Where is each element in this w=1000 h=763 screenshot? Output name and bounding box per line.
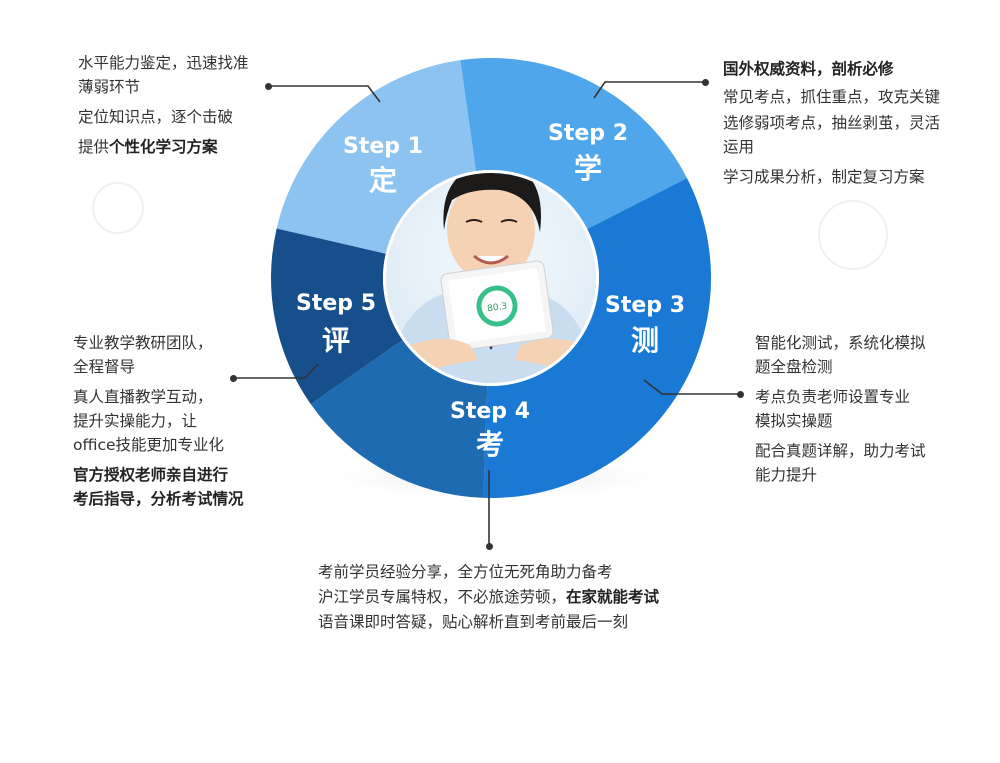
step3-label: Step 3 [605, 293, 685, 318]
ding-line-3: 定位知识点，逐个击破 [78, 108, 234, 126]
ce-line-4: 模拟实操题 [755, 412, 833, 430]
headphones-icon [92, 182, 144, 234]
ce-line-3: 考点负责老师设置专业 [755, 388, 911, 406]
dot-xue [702, 79, 709, 86]
ping-line-5: office技能更加专业化 [73, 436, 225, 454]
connector-lines [233, 81, 740, 545]
step1-label: Step 1 [343, 134, 423, 159]
dot-ding [265, 83, 272, 90]
tablet-reading: 80.3 [487, 302, 508, 315]
ding-prefix: 提供 [78, 138, 110, 156]
ding-line-4: 提供个性化学习方案 [78, 136, 283, 158]
ping-line-2: 全程督导 [73, 358, 136, 376]
ce-line-5: 配合真题详解，助力考试 [755, 442, 926, 460]
ping-bold-1: 官方授权老师亲自进行 [73, 466, 229, 484]
xue-title: 国外权威资料，剖析必修 [723, 60, 894, 78]
step4-label: Step 4 [450, 399, 530, 424]
connector-ding [268, 85, 381, 103]
dot-ce [737, 391, 744, 398]
panel-xue: 国外权威资料，剖析必修 常见考点，抓住重点，攻克关键 选修弱项考点，抽丝剥茧，灵… [723, 58, 988, 196]
dot-kao [486, 543, 493, 550]
xue-line-4: 学习成果分析，制定复习方案 [723, 168, 925, 186]
ding-line-1: 水平能力鉴定，迅速找准 [78, 54, 249, 72]
xue-line-1: 常见考点，抓住重点，攻克关键 [723, 88, 941, 106]
kao-line-2: 沪江学员专属特权，不必旅途劳顿，在家就能考试 [318, 586, 738, 608]
ping-line-1: 专业教学教研团队， [73, 334, 213, 352]
panel-ce: 智能化测试，系统化模拟 题全盘检测 考点负责老师设置专业 模拟实操题 配合真题详… [755, 332, 970, 494]
microphone-icon [818, 200, 888, 270]
panel-ding: 水平能力鉴定，迅速找准 薄弱环节 定位知识点，逐个击破 提供个性化学习方案 [78, 52, 283, 166]
connector-xue [593, 81, 705, 99]
wheel-segments [270, 58, 711, 499]
ce-line-1: 智能化测试，系统化模拟 [755, 334, 926, 352]
step1-name: 定 [369, 164, 397, 197]
ce-line-2: 题全盘检测 [755, 358, 833, 376]
ping-bold-2: 考后指导，分析考试情况 [73, 490, 244, 508]
kao-bold: 在家就能考试 [566, 588, 660, 606]
panel-kao: 考前学员经验分享，全方位无死角助力备考 沪江学员专属特权，不必旅途劳顿，在家就能… [318, 561, 738, 641]
ping-line-4: 提升实操能力，让 [73, 412, 198, 430]
segment-step-2 [460, 58, 688, 229]
connector-ce [643, 379, 740, 395]
segment-step-5 [270, 228, 403, 405]
xue-line-3: 运用 [723, 138, 755, 156]
step5-name: 评 [322, 324, 350, 357]
step5-label: Step 5 [296, 291, 376, 316]
segment-step-4 [310, 339, 488, 498]
step-labels: Step 1 定 Step 2 学 Step 3 测 Step 4 考 Step… [296, 121, 685, 461]
segment-step-1 [276, 60, 476, 254]
dot-ping [230, 375, 237, 382]
ping-line-3: 真人直播教学互动， [73, 388, 213, 406]
xue-line-2: 选修弱项考点，抽丝剥茧，灵活 [723, 114, 941, 132]
step2-name: 学 [574, 152, 602, 185]
kao-line-3: 语音课即时答疑，贴心解析直到考前最后一刻 [318, 613, 629, 631]
ding-line-2: 薄弱环节 [78, 78, 141, 96]
panel-ping: 专业教学教研团队， 全程督导 真人直播教学互动， 提升实操能力，让 office… [73, 332, 283, 518]
ce-line-6: 能力提升 [755, 466, 818, 484]
connector-ping [233, 363, 319, 379]
step3-name: 测 [631, 324, 659, 357]
kao-line-2-text: 沪江学员专属特权，不必旅途劳顿， [318, 588, 567, 606]
segment-step-3 [483, 178, 711, 499]
kao-line-1: 考前学员经验分享，全方位无死角助力备考 [318, 563, 613, 581]
step4-name: 考 [476, 428, 504, 461]
ding-bold: 个性化学习方案 [109, 138, 218, 156]
step2-label: Step 2 [548, 121, 628, 146]
tablet: 80.3 [440, 260, 554, 352]
